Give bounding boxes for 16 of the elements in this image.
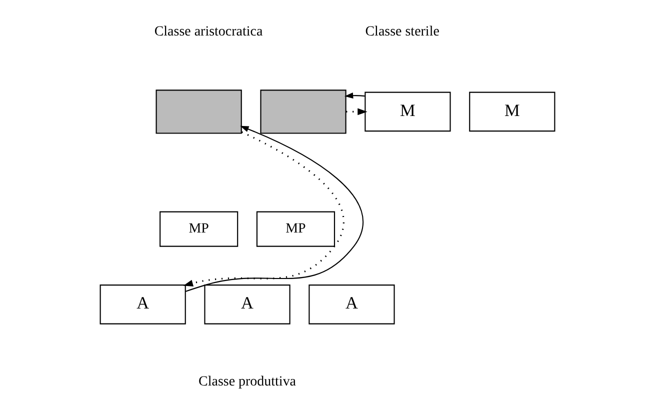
arrow — [185, 126, 364, 292]
arrow — [346, 108, 368, 116]
node-box: M — [469, 92, 556, 132]
node-box — [156, 90, 242, 134]
node-box: A — [308, 284, 395, 324]
label: Classe produttiva — [198, 374, 296, 390]
arrow — [344, 92, 365, 99]
label: Classe sterile — [365, 24, 440, 40]
node-box: A — [100, 284, 186, 324]
arrow — [183, 131, 344, 286]
label: Classe aristocratica — [154, 24, 263, 40]
node-box: MP — [160, 211, 238, 247]
node-box — [260, 90, 346, 134]
node-box: MP — [256, 211, 336, 247]
node-box: A — [204, 284, 290, 324]
node-box: M — [364, 92, 451, 132]
